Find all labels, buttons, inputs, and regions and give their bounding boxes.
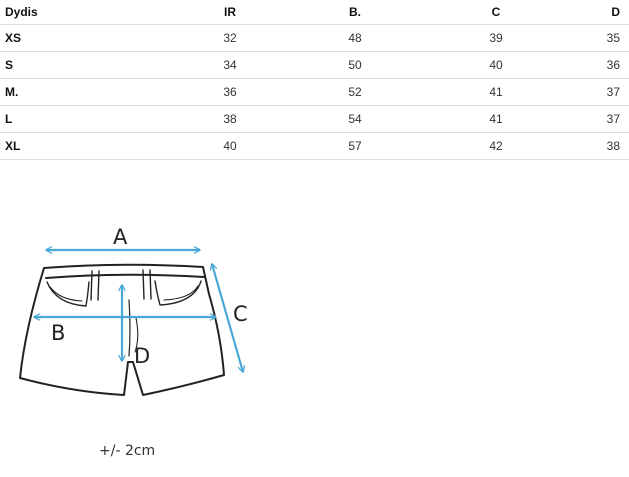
value-cell: 50 [285, 51, 425, 79]
header-b: B. [285, 0, 425, 25]
size-cell: S [0, 51, 175, 79]
value-cell: 41 [425, 105, 567, 133]
label-a: A [113, 225, 128, 249]
tolerance-note: +/- 2cm [99, 443, 156, 459]
value-cell: 37 [567, 78, 629, 106]
value-cell: 38 [175, 105, 285, 133]
value-cell: 40 [425, 51, 567, 79]
shorts-measurement-diagram: A B C D [19, 225, 248, 396]
value-cell: 48 [285, 24, 425, 52]
measurement-arrows [34, 250, 243, 372]
value-cell: 39 [425, 24, 567, 52]
value-cell: 36 [175, 78, 285, 106]
size-chart-table: Dydis IR B. C D XS 32 48 39 35 S 34 50 4… [0, 0, 629, 160]
header-d: D [567, 0, 629, 25]
label-b: B [51, 321, 65, 345]
value-cell: 38 [567, 132, 629, 160]
header-c: C [425, 0, 567, 25]
table-header-row: Dydis IR B. C D [0, 0, 629, 25]
header-size: Dydis [0, 0, 175, 25]
arrow-c [212, 264, 243, 372]
value-cell: 52 [285, 78, 425, 106]
table-row: M. 36 52 41 37 [0, 78, 629, 106]
size-cell: M. [0, 78, 175, 106]
table-row: S 34 50 40 36 [0, 51, 629, 79]
value-cell: 42 [425, 132, 567, 160]
label-c: C [233, 302, 248, 326]
size-cell: XL [0, 132, 175, 160]
header-ir: IR [175, 0, 285, 25]
value-cell: 54 [285, 105, 425, 133]
value-cell: 37 [567, 105, 629, 133]
value-cell: 41 [425, 78, 567, 106]
value-cell: 40 [175, 132, 285, 160]
value-cell: 57 [285, 132, 425, 160]
value-cell: 32 [175, 24, 285, 52]
size-cell: XS [0, 24, 175, 52]
table-row: XL 40 57 42 38 [0, 132, 629, 160]
value-cell: 35 [567, 24, 629, 52]
table-row: L 38 54 41 37 [0, 105, 629, 133]
size-cell: L [0, 105, 175, 133]
label-d: D [134, 344, 150, 368]
table-row: XS 32 48 39 35 [0, 24, 629, 52]
value-cell: 34 [175, 51, 285, 79]
value-cell: 36 [567, 51, 629, 79]
